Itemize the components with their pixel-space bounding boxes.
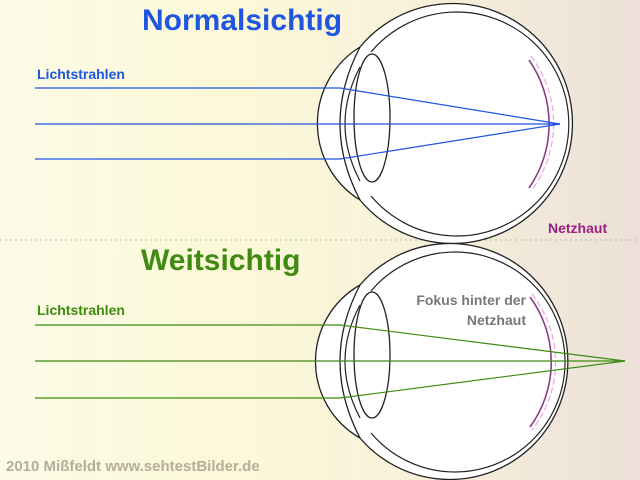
focus-note: Fokus hinter der Netzhaut bbox=[416, 290, 526, 330]
eyeball-inner-wall bbox=[370, 11, 570, 237]
rays-farsighted bbox=[35, 324, 626, 399]
rays-label-farsighted: Lichtstrahlen bbox=[37, 302, 125, 318]
focus-note-line-2: Netzhaut bbox=[466, 312, 526, 328]
rays-normal bbox=[35, 87, 561, 160]
eyeball-inner-wall bbox=[370, 251, 566, 473]
ray-upper bbox=[35, 324, 626, 362]
focus-note-line-1: Fokus hinter der bbox=[416, 292, 526, 308]
lens bbox=[353, 291, 391, 419]
title-farsighted: Weitsichtig bbox=[141, 244, 301, 277]
retina-layer bbox=[531, 293, 557, 431]
retina-label: Netzhaut bbox=[548, 220, 608, 236]
credit-line: 2010 Mißfeldt www.sehtestBilder.de bbox=[6, 458, 260, 475]
rays-label-normal: Lichtstrahlen bbox=[37, 66, 125, 82]
ray-lower bbox=[35, 360, 626, 399]
ray-lower bbox=[35, 123, 561, 160]
title-normal: Normalsichtig bbox=[142, 4, 343, 37]
lens bbox=[353, 53, 391, 183]
ray-upper bbox=[35, 87, 561, 125]
retina bbox=[529, 296, 553, 428]
